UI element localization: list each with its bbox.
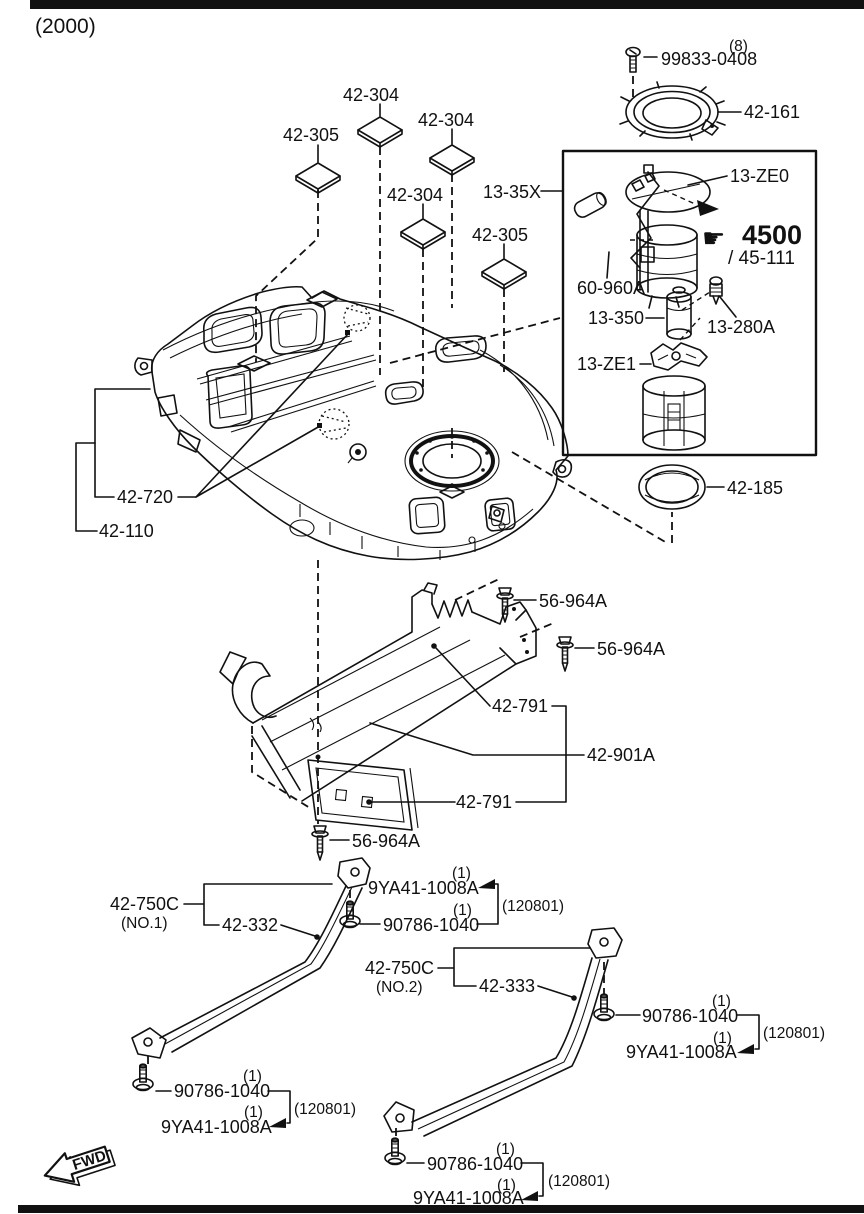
part-number-labels: (2000) (8) 99833-0408 42-161 42-305 42-3… — [35, 15, 825, 1208]
tank-fitting-cluster-b — [318, 408, 350, 440]
label-stamp-4500: 4500 — [742, 220, 802, 250]
label-oring: 42-185 — [727, 478, 783, 498]
assembly-dashed-lines — [147, 76, 711, 1139]
label-bracket-ze1: 13-ZE1 — [577, 354, 636, 374]
bracket-ze1-drawing — [650, 342, 708, 371]
label-strap-no1-suffix: (NO.1) — [121, 915, 168, 932]
label-regulator: 13-280A — [707, 317, 775, 337]
pressure-regulator-drawing — [709, 276, 723, 305]
label-stud-b: 56-964A — [597, 639, 665, 659]
reserve-cup-drawing — [642, 375, 706, 451]
label-date-b: (120801) — [763, 1025, 825, 1042]
label-bolt-d: 90786-1040 — [427, 1154, 523, 1174]
fwd-arrow-icon: FWD — [43, 1145, 116, 1187]
top-border-bar — [30, 0, 864, 9]
protector-frame-drawing — [219, 582, 537, 831]
pad-304-c-drawing — [400, 218, 446, 250]
label-protector: 42-901A — [587, 745, 655, 765]
label-sender: 60-960A — [577, 278, 645, 298]
label-clip-d: 9YA41-1008A — [413, 1188, 524, 1208]
label-fuel-tank: 42-110 — [99, 521, 154, 541]
label-strap-no2-suffix: (NO.2) — [376, 979, 423, 996]
label-strap-rear: 42-333 — [479, 976, 535, 996]
label-screw-qty: (8) — [729, 38, 748, 55]
oring-drawing — [638, 464, 706, 510]
label-bolt-a: 90786-1040 — [383, 915, 479, 935]
label-stud-a: 56-964A — [539, 591, 607, 611]
pump-module-box: ☛ — [561, 149, 818, 457]
label-pad-304-c: 42-304 — [387, 185, 443, 205]
label-stud-c: 56-964A — [352, 831, 420, 851]
label-retainer: 42-161 — [744, 102, 800, 122]
label-clip-c: 9YA41-1008A — [161, 1117, 272, 1137]
pad-304-b-drawing — [429, 144, 475, 176]
label-stamp-45-111: / 45-111 — [728, 248, 795, 269]
pump-kit-outline-box — [561, 149, 818, 457]
tank-fitting-cluster-a — [343, 304, 371, 332]
strap-no2-drawing — [383, 927, 623, 1137]
label-screw: 99833-0408 — [661, 49, 757, 69]
label-gasket: 13-ZE0 — [730, 166, 789, 186]
triangle-marker-icon-b — [737, 1044, 754, 1054]
label-spacer-a: 42-791 — [492, 696, 548, 716]
label-clip-a-qty: (1) — [452, 865, 471, 882]
pointing-hand-icon: ☛ — [702, 223, 725, 253]
label-date-a: (120801) — [502, 898, 564, 915]
fuel-sender-drawing — [573, 164, 660, 269]
strap-no1-drawing — [131, 857, 371, 1059]
flange-bolt-c-icon — [132, 1063, 154, 1092]
label-bolt-d-qty: (1) — [496, 1141, 515, 1158]
screw-99833-drawing — [625, 46, 641, 73]
label-pad-305-a: 42-305 — [283, 125, 339, 145]
label-filter: 13-350 — [588, 308, 644, 328]
stud-bolt-c-icon — [311, 825, 329, 861]
label-pad-305-b: 42-305 — [472, 225, 528, 245]
pad-305-b-drawing — [481, 258, 527, 290]
label-clip-a: 9YA41-1008A — [368, 878, 479, 898]
label-bolt-c: 90786-1040 — [174, 1081, 270, 1101]
fuel-filter-drawing — [666, 286, 692, 340]
applicability-arrow-icons — [269, 879, 754, 1201]
label-clip-b-qty: (1) — [713, 1030, 732, 1047]
stud-bolt-b-icon — [556, 636, 574, 672]
label-bolt-b: 90786-1040 — [642, 1006, 738, 1026]
label-year-code: (2000) — [35, 15, 96, 38]
pad-304-a-drawing — [357, 116, 403, 148]
label-strap-no2: 42-750C — [365, 958, 434, 978]
label-pad-304-b: 42-304 — [418, 110, 474, 130]
label-clip-b: 9YA41-1008A — [626, 1042, 737, 1062]
label-date-d: (120801) — [548, 1173, 610, 1190]
leader-lines — [75, 56, 760, 1197]
label-strap-no1: 42-750C — [110, 894, 179, 914]
triangle-marker-icon-a — [478, 879, 495, 889]
label-bolt-a-qty: (1) — [453, 902, 472, 919]
bottom-border-bar — [18, 1205, 864, 1213]
label-tank-fittings: 42-720 — [117, 487, 173, 507]
triangle-marker-icon-c — [269, 1118, 286, 1128]
pad-305-a-drawing — [295, 162, 341, 194]
label-spacer-b: 42-791 — [456, 792, 512, 812]
label-date-c: (120801) — [294, 1101, 356, 1118]
label-clip-d-qty: (1) — [497, 1177, 516, 1194]
retainer-ring-drawing — [619, 81, 726, 141]
label-strap-front: 42-332 — [222, 915, 278, 935]
triangle-marker-icon-d — [521, 1191, 538, 1201]
label-bolt-b-qty: (1) — [712, 993, 731, 1010]
label-pad-304-a: 42-304 — [343, 85, 399, 105]
label-bolt-c-qty: (1) — [243, 1068, 262, 1085]
direction-arrow-icon — [697, 200, 719, 216]
label-clip-c-qty: (1) — [244, 1104, 263, 1121]
label-pump-unit-kit: 13-35X — [483, 182, 541, 202]
fuel-tank-drawing — [134, 285, 573, 561]
flange-bolt-d-icon — [384, 1137, 406, 1166]
stud-bolts — [311, 587, 574, 861]
